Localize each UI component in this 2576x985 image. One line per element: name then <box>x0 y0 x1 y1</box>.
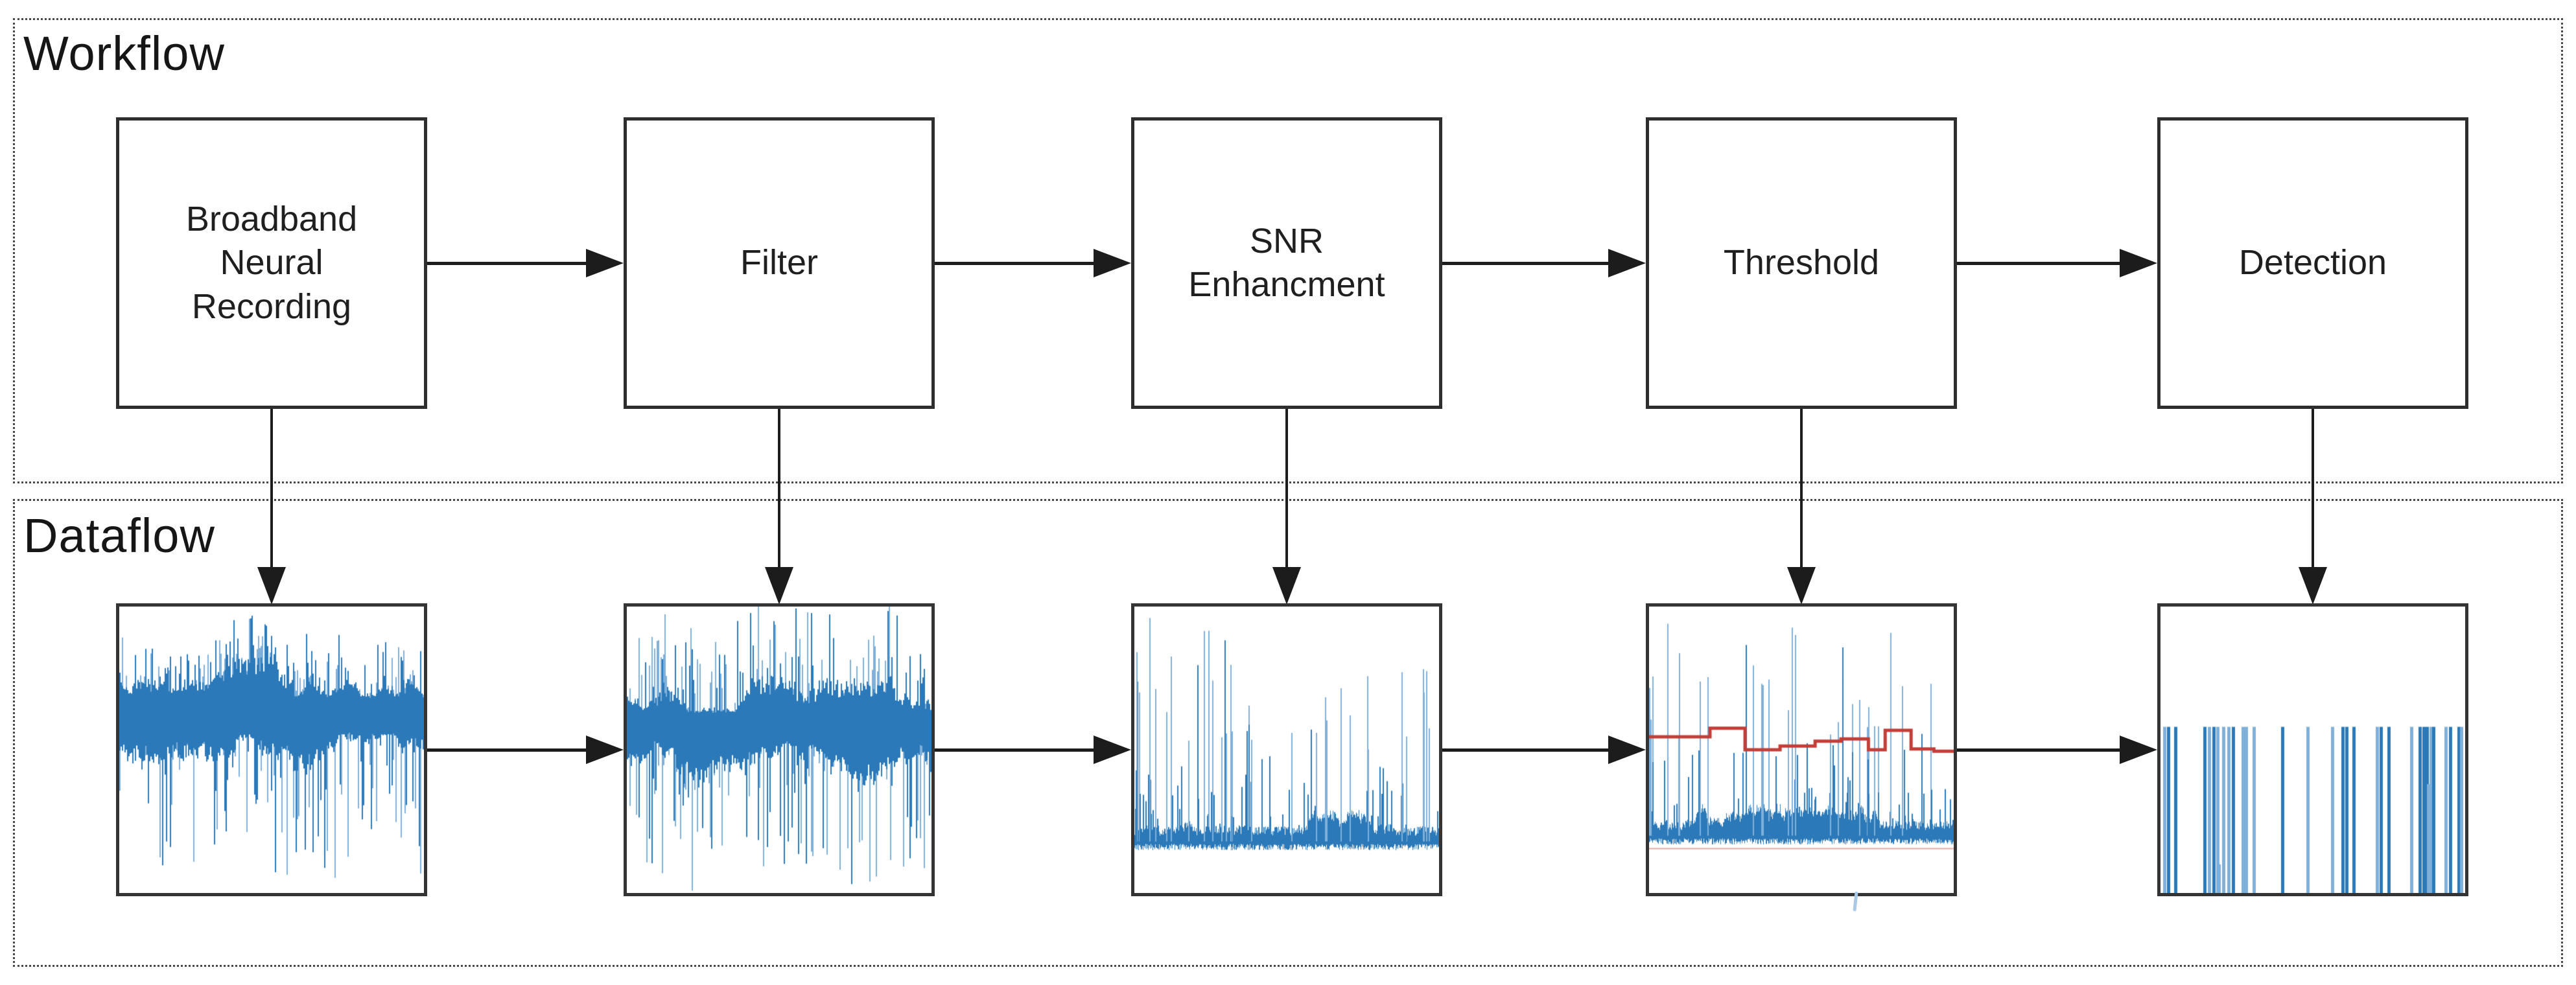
arrow-snr-to-plot <box>1285 409 1288 571</box>
plot-snr-enhanced-signal <box>1131 603 1442 896</box>
arrow-detection-to-plot <box>2312 409 2314 571</box>
arrow-recording-to-plot <box>270 409 273 571</box>
broadband-signal-canvas <box>119 607 424 893</box>
filtered-signal-canvas <box>627 607 931 893</box>
arrow-recording-to-filter <box>427 262 591 265</box>
plot-filtered-signal <box>624 603 935 896</box>
arrow-filter-to-snr <box>935 262 1099 265</box>
plot-thresholded-signal <box>1646 603 1957 896</box>
arrowhead-icon <box>586 736 624 764</box>
plot-broadband-signal <box>116 603 427 896</box>
workflow-box-detection: Detection <box>2157 117 2468 409</box>
dataflow-section-title: Dataflow <box>23 509 215 562</box>
arrowhead-icon <box>2299 567 2327 605</box>
arrowhead-icon <box>1787 567 1816 605</box>
plot-detected-spikes <box>2157 603 2468 896</box>
arrow-plot4-to-plot5 <box>1957 748 2125 752</box>
arrow-filter-to-plot <box>778 409 780 571</box>
workflow-box-label: Threshold <box>1723 243 1880 283</box>
arrowhead-icon <box>2120 736 2157 764</box>
arrow-threshold-to-plot <box>1800 409 1803 571</box>
arrowhead-icon <box>1608 736 1646 764</box>
arrowhead-icon <box>1094 249 1131 277</box>
workflow-box-snr-enhancment: SNR Enhancment <box>1131 117 1442 409</box>
arrowhead-icon <box>586 249 624 277</box>
detection-raster-canvas <box>2160 607 2465 893</box>
workflow-box-label: Detection <box>2238 243 2387 283</box>
arrowhead-icon <box>2120 249 2157 277</box>
arrowhead-icon <box>257 567 286 605</box>
workflow-box-label: Broadband Neural Recording <box>185 199 358 326</box>
arrowhead-icon <box>1608 249 1646 277</box>
arrow-plot1-to-plot2 <box>427 748 591 752</box>
arrowhead-icon <box>1094 736 1131 764</box>
workflow-box-label: Filter <box>740 243 818 283</box>
workflow-section-title: Workflow <box>23 27 225 80</box>
arrow-snr-to-threshold <box>1442 262 1613 265</box>
arrow-plot2-to-plot3 <box>935 748 1099 752</box>
arrowhead-icon <box>765 567 793 605</box>
arrow-threshold-to-detection <box>1957 262 2125 265</box>
workflow-box-threshold: Threshold <box>1646 117 1957 409</box>
workflow-box-filter: Filter <box>624 117 935 409</box>
threshold-signal-canvas <box>1649 607 1954 893</box>
workflow-box-label: SNR Enhancment <box>1188 221 1385 305</box>
snr-signal-canvas <box>1134 607 1439 893</box>
arrowhead-icon <box>1272 567 1301 605</box>
arrow-plot3-to-plot4 <box>1442 748 1613 752</box>
workflow-box-broadband-neural-recording: Broadband Neural Recording <box>116 117 427 409</box>
